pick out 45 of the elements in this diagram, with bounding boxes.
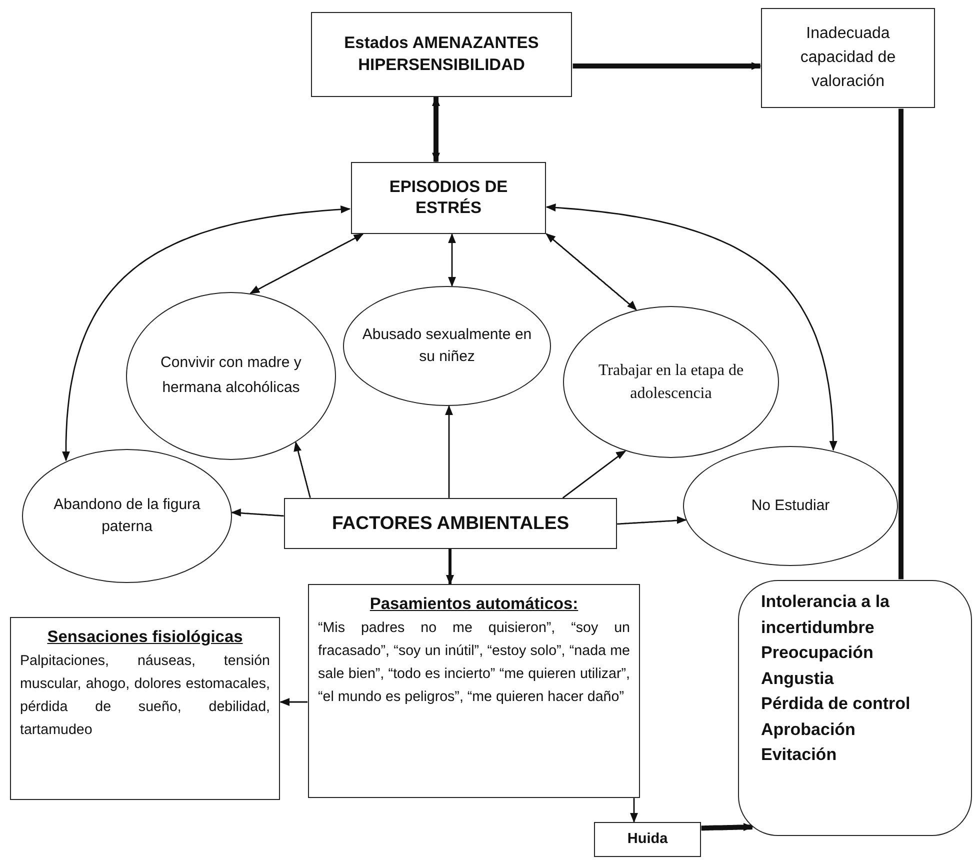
arrow <box>62 205 351 462</box>
arrow <box>546 204 838 451</box>
box-heading: Pasamientos automáticos: <box>368 594 580 615</box>
arrow <box>617 516 687 525</box>
arrow <box>448 233 456 287</box>
box-text: Estados AMENAZANTES HIPERSENSIBILIDAD <box>343 33 540 76</box>
process-box <box>10 617 280 800</box>
list-item: Pérdida de control <box>761 693 910 715</box>
arrow <box>280 698 308 706</box>
box-text: FACTORES AMBIENTALES <box>332 511 570 536</box>
list-item: Preocupación <box>761 642 874 664</box>
process-box <box>594 822 701 857</box>
box-text: No Estudiar <box>751 496 830 516</box>
arrow <box>446 548 454 585</box>
box-text: Palpitaciones, náuseas, tensión muscular, ahogo, dolores estomacales, pérdida de sueño, debilidad, tartamudeo <box>20 652 270 740</box>
box-text: Inadecuada capacidad de valoración <box>799 24 897 92</box>
process-box <box>308 584 640 798</box>
arrow <box>432 96 440 164</box>
arrow <box>700 823 754 831</box>
rounded-box <box>738 580 972 836</box>
arrow <box>572 62 762 70</box>
box-text: “Mis padres no me quisieron”, “soy un fracasado”, “soy un inútil”, “estoy solo”, “nada me sale bien”, “todo es incierto” “me quieren utilizar”, “el mundo es peligros”, “me quieren hacer daño” <box>318 619 630 707</box>
arrow <box>445 405 453 498</box>
box-text: EPISODIOS DE ESTRÉS <box>388 176 509 219</box>
list-item: Evitación <box>761 744 837 766</box>
process-box <box>311 12 572 97</box>
box-text: Huida <box>627 830 668 849</box>
arrow <box>250 233 364 294</box>
list-item: Intolerancia a la incertidumbre <box>761 591 890 638</box>
box-text: Abusado sexualmente en su niñez <box>361 324 533 367</box>
box-heading: Sensaciones fisiológicas <box>46 627 244 648</box>
list-item: Angustia <box>761 668 834 690</box>
list-item: Aprobación <box>761 718 856 740</box>
box-text: Abandono de la figura paterna <box>52 494 202 537</box>
arrow <box>562 450 626 498</box>
box-text: Convivir con madre y hermana alcohólicas <box>160 353 302 398</box>
arrow <box>230 508 284 517</box>
arrow <box>630 798 638 823</box>
process-box <box>284 498 617 549</box>
process-box <box>351 162 546 234</box>
connector-line <box>898 108 904 580</box>
process-box <box>761 8 935 108</box>
box-text: Trabajar en la etapa de adolescencia <box>597 360 745 404</box>
arrow <box>294 441 311 498</box>
arrow <box>546 233 637 311</box>
